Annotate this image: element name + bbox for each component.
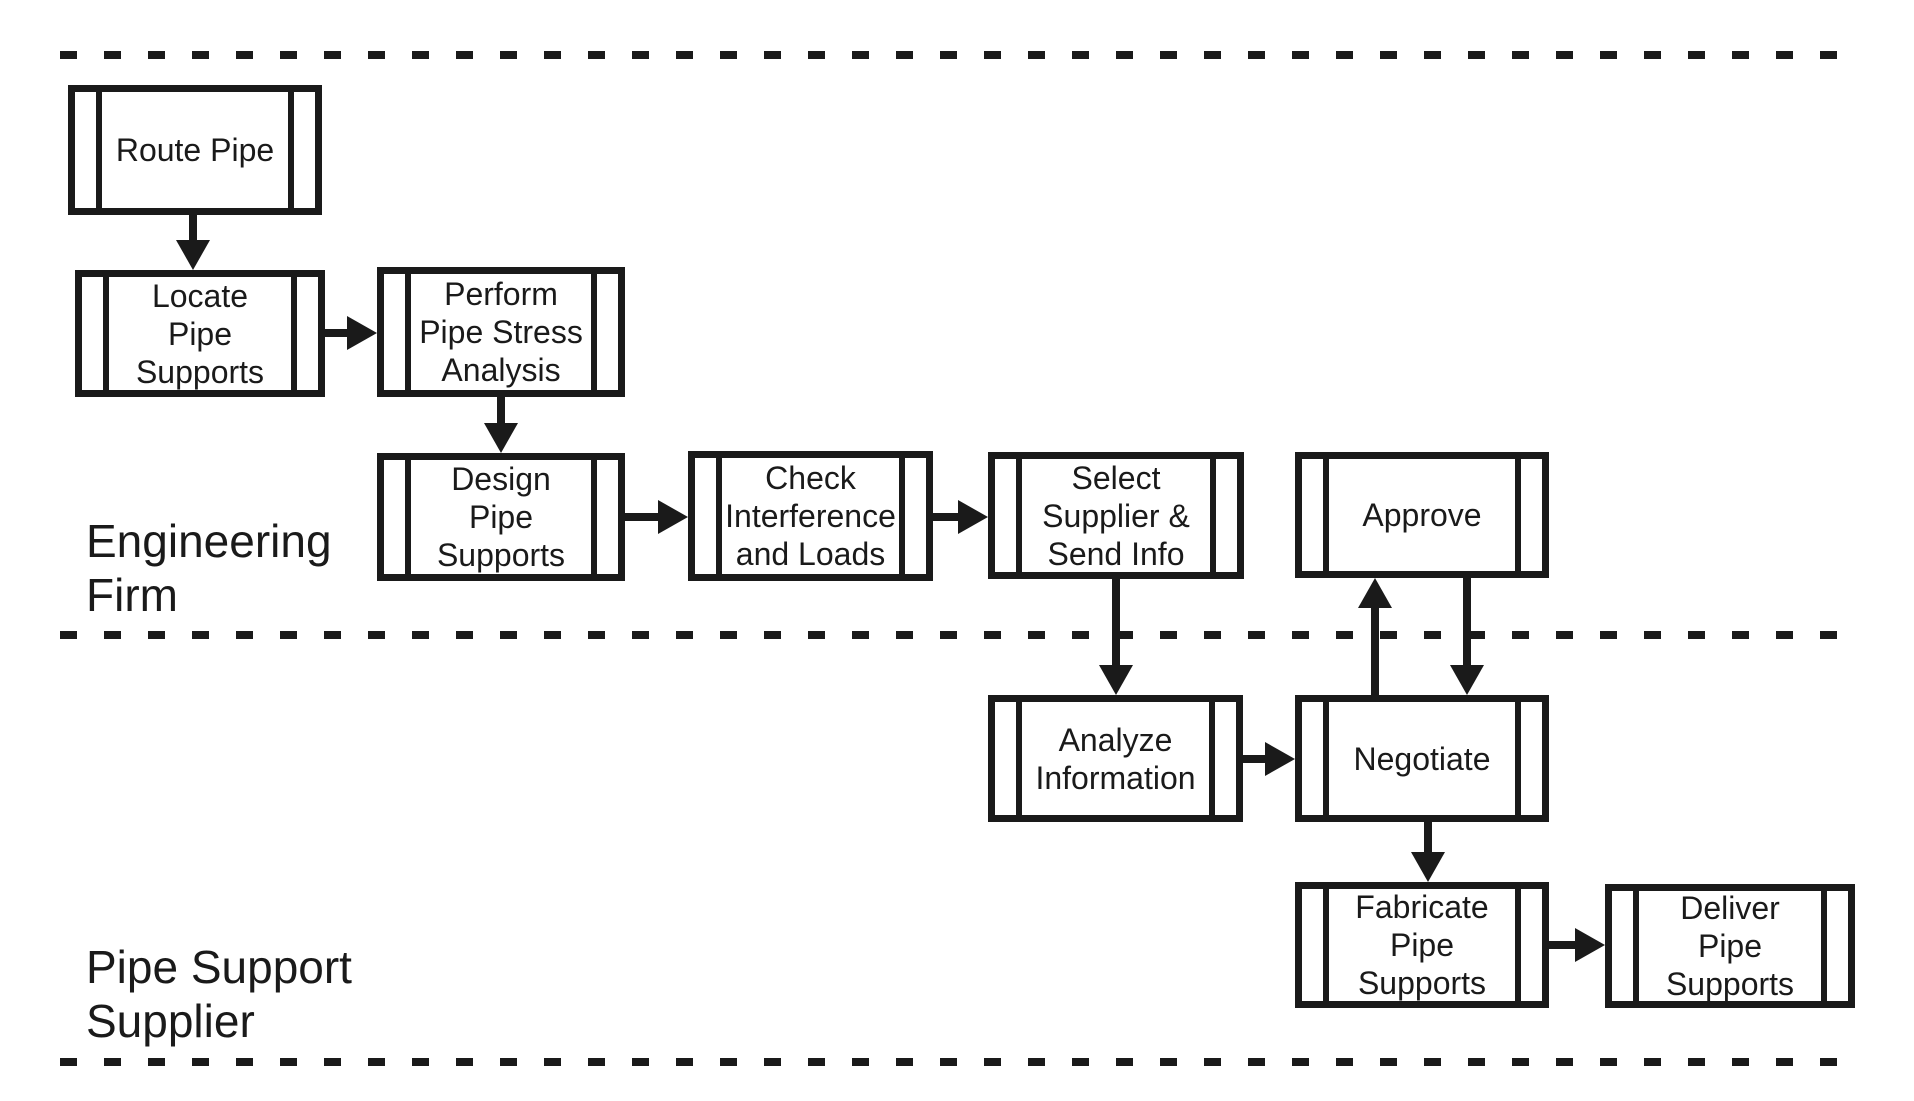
subprocess-bar-right xyxy=(1821,891,1827,1001)
subprocess-bar-right xyxy=(1209,702,1215,815)
lane-label-engineering-firm: Engineering Firm xyxy=(86,515,332,621)
subprocess-bar-left xyxy=(1323,702,1329,815)
node-locate-pipe-supports: Locate Pipe Supports xyxy=(75,270,325,397)
subprocess-bar-left xyxy=(1016,459,1022,572)
arrow-perform-pipe-stress-analysis-to-design-pipe-supports xyxy=(484,397,518,453)
node-label: Perform Pipe Stress Analysis xyxy=(419,276,583,388)
arrow-select-supplier-send-info-to-analyze-information xyxy=(1099,579,1133,695)
arrow-approve-to-negotiate xyxy=(1450,578,1484,695)
subprocess-bar-left xyxy=(405,460,411,574)
node-select-supplier-send-info: Select Supplier & Send Info xyxy=(988,452,1244,579)
arrow-locate-pipe-supports-to-perform-pipe-stress-analysis xyxy=(325,316,377,350)
node-check-interference-and-loads: Check Interference and Loads xyxy=(688,451,933,581)
node-label: Approve xyxy=(1362,497,1482,533)
node-fabricate-pipe-supports: Fabricate Pipe Supports xyxy=(1295,882,1549,1008)
subprocess-bar-right xyxy=(1515,889,1521,1001)
subprocess-bar-right xyxy=(591,460,597,574)
node-label: Check Interference and Loads xyxy=(725,460,896,572)
arrow-design-pipe-supports-to-check-interference-and-loads xyxy=(625,500,688,534)
subprocess-bar-right xyxy=(1210,459,1216,572)
node-label: Route Pipe xyxy=(115,132,275,168)
node-design-pipe-supports: Design Pipe Supports xyxy=(377,453,625,581)
subprocess-bar-right xyxy=(591,274,597,390)
subprocess-bar-left xyxy=(103,277,109,390)
node-label: Negotiate xyxy=(1353,740,1491,777)
node-route-pipe: Route Pipe xyxy=(68,85,322,215)
subprocess-bar-right xyxy=(1515,702,1521,815)
arrow-analyze-information-to-negotiate xyxy=(1243,742,1295,776)
node-label: Deliver Pipe Supports xyxy=(1665,890,1795,1002)
subprocess-bar-left xyxy=(1323,459,1329,571)
subprocess-bar-right xyxy=(291,277,297,390)
node-perform-pipe-stress-analysis: Perform Pipe Stress Analysis xyxy=(377,267,625,397)
arrow-check-interference-and-loads-to-select-supplier-send-info xyxy=(933,500,988,534)
node-label: Locate Pipe Supports xyxy=(135,277,265,390)
lane-divider-middle xyxy=(60,631,1850,639)
arrow-route-pipe-to-locate-pipe-supports xyxy=(176,215,210,270)
lane-divider-bottom xyxy=(60,1058,1850,1066)
arrow-negotiate-to-approve xyxy=(1358,578,1392,695)
node-label: Fabricate Pipe Supports xyxy=(1355,889,1489,1001)
lane-divider-top xyxy=(60,51,1850,59)
node-label: Design Pipe Supports xyxy=(436,461,566,573)
node-deliver-pipe-supports: Deliver Pipe Supports xyxy=(1605,884,1855,1008)
arrow-fabricate-pipe-supports-to-deliver-pipe-supports xyxy=(1549,928,1605,962)
subprocess-bar-right xyxy=(899,458,905,574)
subprocess-bar-left xyxy=(1016,702,1022,815)
subprocess-bar-left xyxy=(405,274,411,390)
node-approve: Approve xyxy=(1295,452,1549,578)
node-label: Analyze Information xyxy=(1035,721,1196,796)
lane-label-pipe-support-supplier: Pipe Support Supplier xyxy=(86,941,352,1047)
arrow-negotiate-to-fabricate-pipe-supports xyxy=(1411,822,1445,882)
subprocess-bar-left xyxy=(96,92,102,208)
subprocess-bar-right xyxy=(288,92,294,208)
subprocess-bar-right xyxy=(1515,459,1521,571)
node-analyze-information: Analyze Information xyxy=(988,695,1243,822)
node-negotiate: Negotiate xyxy=(1295,695,1549,822)
subprocess-bar-left xyxy=(716,458,722,574)
subprocess-bar-left xyxy=(1633,891,1639,1001)
node-label: Select Supplier & Send Info xyxy=(1042,459,1190,572)
subprocess-bar-left xyxy=(1323,889,1329,1001)
